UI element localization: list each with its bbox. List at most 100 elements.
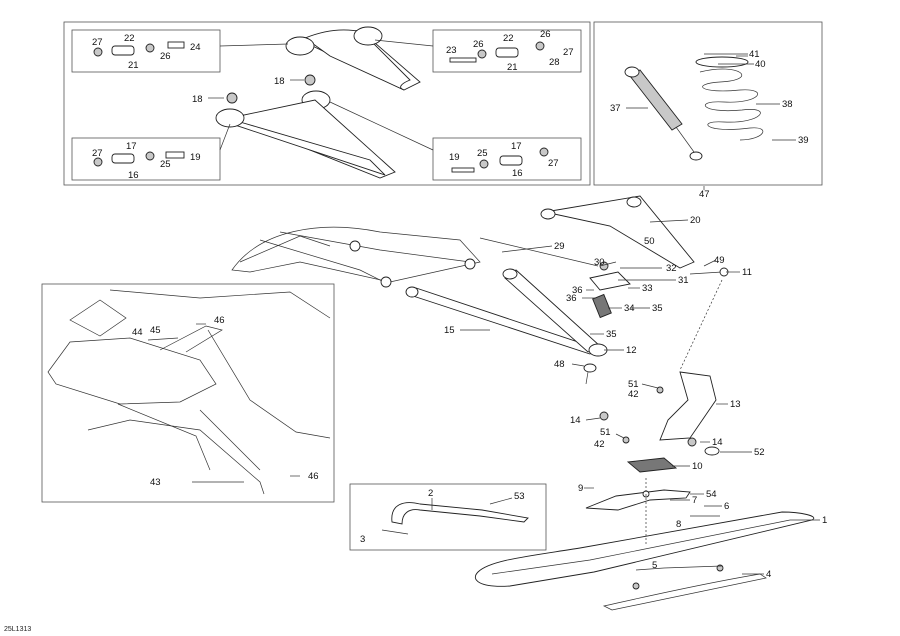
part-number-label: 12	[626, 345, 637, 356]
part-number-label: 41	[749, 49, 760, 60]
part-number-label: 21	[507, 62, 518, 73]
handle-detail	[381, 497, 529, 535]
part-number-label: 34	[624, 303, 635, 314]
part-number-label: 33	[642, 283, 653, 294]
frame-handle	[349, 483, 547, 551]
part-number-label: 51	[600, 427, 611, 438]
part-number-label: 40	[755, 59, 766, 70]
ski-handle-54	[585, 489, 720, 517]
part-number-label: 22	[503, 33, 514, 44]
part-number-label: 47	[699, 189, 710, 200]
part-number-label: 46	[308, 471, 319, 482]
part-number-label: 26	[160, 51, 171, 62]
part-number-label: 27	[92, 37, 103, 48]
ski-1	[474, 511, 815, 587]
part-number-label: 14	[570, 415, 581, 426]
leader-lines	[431, 53, 820, 575]
upper-a-arm-20	[540, 195, 695, 269]
shock-absorber	[624, 66, 703, 161]
part-number-label: 36	[566, 293, 577, 304]
part-number-label: 35	[606, 329, 617, 340]
part-number-label: 51	[628, 379, 639, 390]
part-number-label: 11	[742, 267, 752, 278]
part-number-label: 18	[192, 94, 203, 105]
lower-arm-front	[502, 268, 608, 357]
part-number-label: 18	[274, 76, 285, 87]
part-number-label: 16	[512, 168, 523, 179]
part-number-label: 23	[446, 45, 457, 56]
part-number-label: 24	[190, 42, 201, 53]
part-number-label: 39	[798, 135, 809, 146]
part-number-label: 42	[628, 389, 639, 400]
bushings-box-bl	[93, 151, 185, 167]
runner-4	[602, 573, 767, 611]
part-number-label: 15	[444, 325, 455, 336]
part-number-label: 50	[644, 236, 655, 247]
part-number-label: 38	[782, 99, 793, 110]
part-number-label: 10	[692, 461, 703, 472]
upper-a-arm-top	[285, 26, 421, 110]
spindle-13	[659, 267, 729, 456]
part-number-label: 7	[692, 495, 697, 506]
part-number-label: 4	[766, 569, 771, 580]
bushings-box-br	[451, 147, 549, 173]
bushings-box-tr	[449, 41, 545, 63]
part-number-label: 14	[712, 437, 723, 448]
part-number-label: 1	[822, 515, 827, 526]
part-number-label: 29	[554, 241, 565, 252]
frame-mount-detail	[47, 289, 331, 495]
part-number-label: 45	[150, 325, 161, 336]
part-number-label: 42	[594, 439, 605, 450]
part-number-label: 48	[554, 359, 565, 370]
nut-51a	[656, 386, 664, 394]
bushings-box-tl	[93, 41, 185, 57]
part-number-label: 49	[714, 255, 725, 266]
part-number-label: 9	[578, 483, 583, 494]
part-number-label: 52	[754, 447, 765, 458]
part-number-label: 46	[214, 315, 225, 326]
part-number-label: 16	[128, 170, 139, 181]
part-number-label: 2	[428, 488, 433, 499]
nut-42b	[622, 436, 630, 444]
wear-pad-10	[626, 457, 678, 473]
part-number-label: 3	[360, 534, 365, 545]
tie-rod-29	[479, 237, 599, 267]
part-number-label: 31	[678, 275, 689, 286]
part-number-label: 25	[477, 148, 488, 159]
coil-spring	[695, 55, 764, 141]
part-number-label: 17	[511, 141, 522, 152]
part-number-label: 26	[473, 39, 484, 50]
part-number-label: 37	[610, 103, 621, 114]
frame-upper-left	[63, 21, 591, 186]
bushing-18a	[304, 74, 316, 86]
part-number-label: 26	[540, 29, 551, 40]
bushing-14	[599, 411, 609, 421]
part-number-label: 35	[652, 303, 663, 314]
part-number-label: 28	[549, 57, 560, 68]
part-number-label: 43	[150, 477, 161, 488]
part-number-label: 53	[514, 491, 525, 502]
frame-frame-mount	[41, 283, 335, 503]
nut-5b	[716, 564, 724, 572]
part-number-label: 8	[676, 519, 681, 530]
part-number-label: 36	[572, 285, 583, 296]
part-number-label: 21	[128, 60, 139, 71]
bracket-31	[589, 261, 631, 319]
part-number-label: 54	[706, 489, 717, 500]
part-number-label: 32	[666, 263, 677, 274]
bushing-18b	[226, 92, 238, 104]
part-number-label: 19	[449, 152, 460, 163]
diagram-code: 25L1313	[4, 626, 31, 633]
part-number-label: 17	[126, 141, 137, 152]
nut-5a	[632, 582, 640, 590]
bushing-48	[583, 363, 597, 385]
part-number-label: 44	[132, 327, 143, 338]
part-number-label: 30	[594, 257, 605, 268]
frame-shock-assembly	[593, 21, 823, 186]
part-number-label: 25	[160, 159, 171, 170]
part-number-label: 13	[730, 399, 741, 410]
frame-section	[231, 226, 481, 288]
